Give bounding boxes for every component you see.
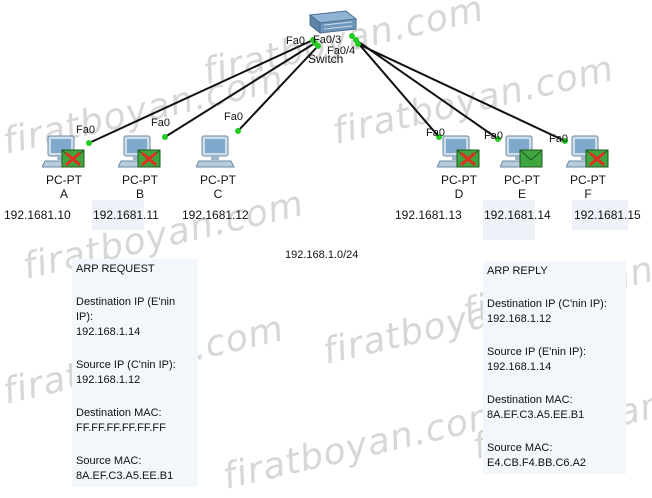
x-mark-icon: [65, 151, 81, 167]
link-line: [355, 39, 499, 140]
arp-request-dest-mac-label: Destination MAC:: [76, 407, 162, 419]
switch-port-label: Fa0/4: [327, 45, 356, 57]
envelope-icon: [456, 149, 480, 168]
pc-type-label: PC-PT: [570, 173, 606, 187]
arp-reply-src-mac-label: Source MAC:: [487, 442, 553, 454]
arp-reply-dest-mac-label: Destination MAC:: [487, 394, 573, 406]
port-led: [162, 134, 168, 140]
arp-request-src-mac-label: Source MAC:: [76, 455, 142, 467]
switch-icon: [308, 10, 358, 35]
pc-name-label: E: [517, 187, 526, 201]
pc-type-label: PC-PT: [122, 173, 158, 187]
arp-request-dest-ip-label: Destination IP (E'nin IP):: [76, 296, 176, 323]
ip-label-background: [483, 200, 535, 240]
pc-d[interactable]: [437, 134, 497, 189]
pc-ip-label: 192.1681.15: [574, 208, 641, 222]
pc-c[interactable]: [196, 134, 256, 189]
arp-request-src-mac: 8A.EF.C3.A5.EE.B1: [76, 470, 174, 482]
pc-ip-label: 192.1681.12: [182, 208, 249, 222]
pc-port-label: Fa0: [484, 130, 503, 142]
links: [86, 33, 568, 146]
envelope-icon: [61, 149, 85, 168]
pc-port-label: Fa0: [151, 117, 170, 129]
pc-type-label: PC-PT: [46, 173, 82, 187]
switch-port-label: Fa0/3: [313, 34, 342, 46]
network-label: 192.168.1.0/24: [285, 249, 359, 261]
port-led: [315, 43, 321, 49]
ip-label-background: [92, 200, 144, 230]
pc-port-label: Fa0: [224, 111, 243, 123]
pc-port-label: Fa0: [549, 133, 568, 145]
pc-name-label: C: [213, 187, 223, 201]
pc-a[interactable]: [42, 134, 102, 189]
pc-port-label: Fa0: [426, 127, 445, 139]
x-mark-icon: [589, 151, 605, 167]
port-led: [235, 128, 241, 134]
pc-name-label: F: [584, 187, 592, 201]
link-line: [88, 39, 314, 144]
pc-ip-label: 192.1681.10: [4, 208, 71, 222]
pc-type-label: PC-PT: [200, 173, 236, 187]
link-line: [164, 42, 316, 138]
pc-f[interactable]: [566, 134, 626, 189]
arp-reply-src-ip: 192.168.1.14: [487, 361, 552, 373]
port-led: [355, 41, 361, 47]
link-line: [357, 43, 566, 142]
port-led: [562, 138, 568, 144]
pc-b[interactable]: [118, 134, 178, 189]
link-line: [237, 45, 319, 132]
pc-port-label: Fa0: [76, 124, 95, 136]
envelope-icon: [585, 149, 609, 168]
pc-ip-label: 192.1681.11: [93, 208, 159, 222]
arp-request-src-ip: 192.168.1.12: [76, 374, 141, 386]
pc-e[interactable]: [500, 134, 560, 189]
arp-request-title: ARP REQUEST: [76, 263, 155, 275]
port-led: [495, 136, 501, 142]
port-led: [436, 134, 442, 140]
pc-name-label: D: [454, 187, 464, 201]
envelope-icon: [137, 149, 161, 168]
arp-request-box: ARP REQUEST Destination IP (E'nin IP): 1…: [72, 259, 198, 487]
topology-diagram: [86, 33, 568, 146]
pc-type-label: PC-PT: [441, 173, 477, 187]
switch[interactable]: Switch: [302, 5, 362, 75]
arp-request-dest-mac: FF.FF.FF.FF.FF.FF: [76, 422, 166, 434]
arp-reply-src-mac: E4.CB.F4.BB.C6.A2: [487, 457, 587, 469]
switch-label: Switch: [308, 52, 344, 66]
arp-request-dest-ip: 192.168.1.14: [76, 326, 141, 338]
port-led: [86, 140, 92, 146]
envelope-icon: [519, 149, 543, 168]
pc-ip-label: 192.1681.13: [395, 208, 462, 222]
pc-ip-label: 192.1681.14: [484, 208, 551, 222]
pc-name-label: A: [59, 187, 68, 201]
arp-reply-dest-ip-label: Destination IP (C'nin IP):: [487, 298, 607, 310]
arp-reply-src-ip-label: Source IP (E'nin IP):: [487, 346, 587, 358]
arp-reply-box: ARP REPLY Destination IP (C'nin IP): 192…: [483, 261, 626, 474]
arp-reply-dest-mac: 8A.EF.C3.A5.EE.B1: [487, 409, 585, 421]
pc-name-label: B: [135, 187, 144, 201]
x-mark-icon: [141, 151, 157, 167]
arp-reply-title: ARP REPLY: [487, 265, 548, 277]
ip-label-background: [572, 200, 628, 230]
port-led: [349, 33, 355, 39]
link-line: [351, 35, 440, 138]
computer-icon: [196, 135, 235, 168]
arp-request-src-ip-label: Source IP (C'nin IP):: [76, 359, 176, 371]
switch-port-label: Fa0: [286, 35, 305, 47]
x-mark-icon: [460, 151, 476, 167]
arp-reply-dest-ip: 192.168.1.12: [487, 313, 552, 325]
pc-type-label: PC-PT: [504, 173, 540, 187]
